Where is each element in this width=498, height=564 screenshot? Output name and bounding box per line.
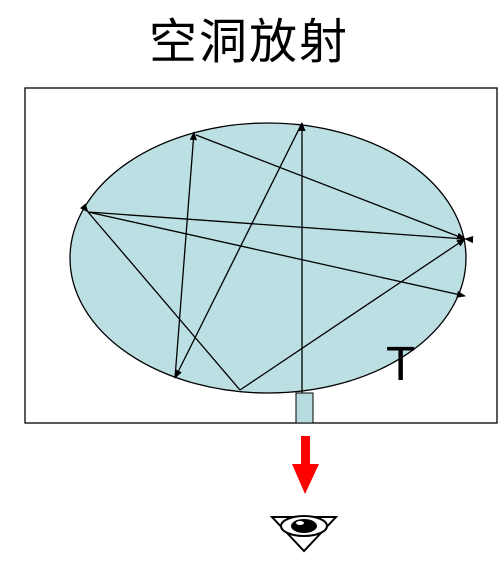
- ray: [87, 211, 466, 298]
- ray: [87, 211, 474, 244]
- ray: [80, 203, 241, 391]
- radiation-rays: [80, 122, 474, 395]
- temperature-label: T: [386, 338, 415, 391]
- ray: [239, 238, 466, 391]
- eye-icon: [269, 515, 339, 553]
- ray: [195, 134, 466, 240]
- cavity-hole: [295, 392, 314, 424]
- diagram-title: 空洞放射: [148, 14, 349, 70]
- emission-arrow: [292, 436, 319, 494]
- cavity: [69, 122, 467, 394]
- ray: [174, 122, 303, 379]
- ray: [174, 131, 197, 379]
